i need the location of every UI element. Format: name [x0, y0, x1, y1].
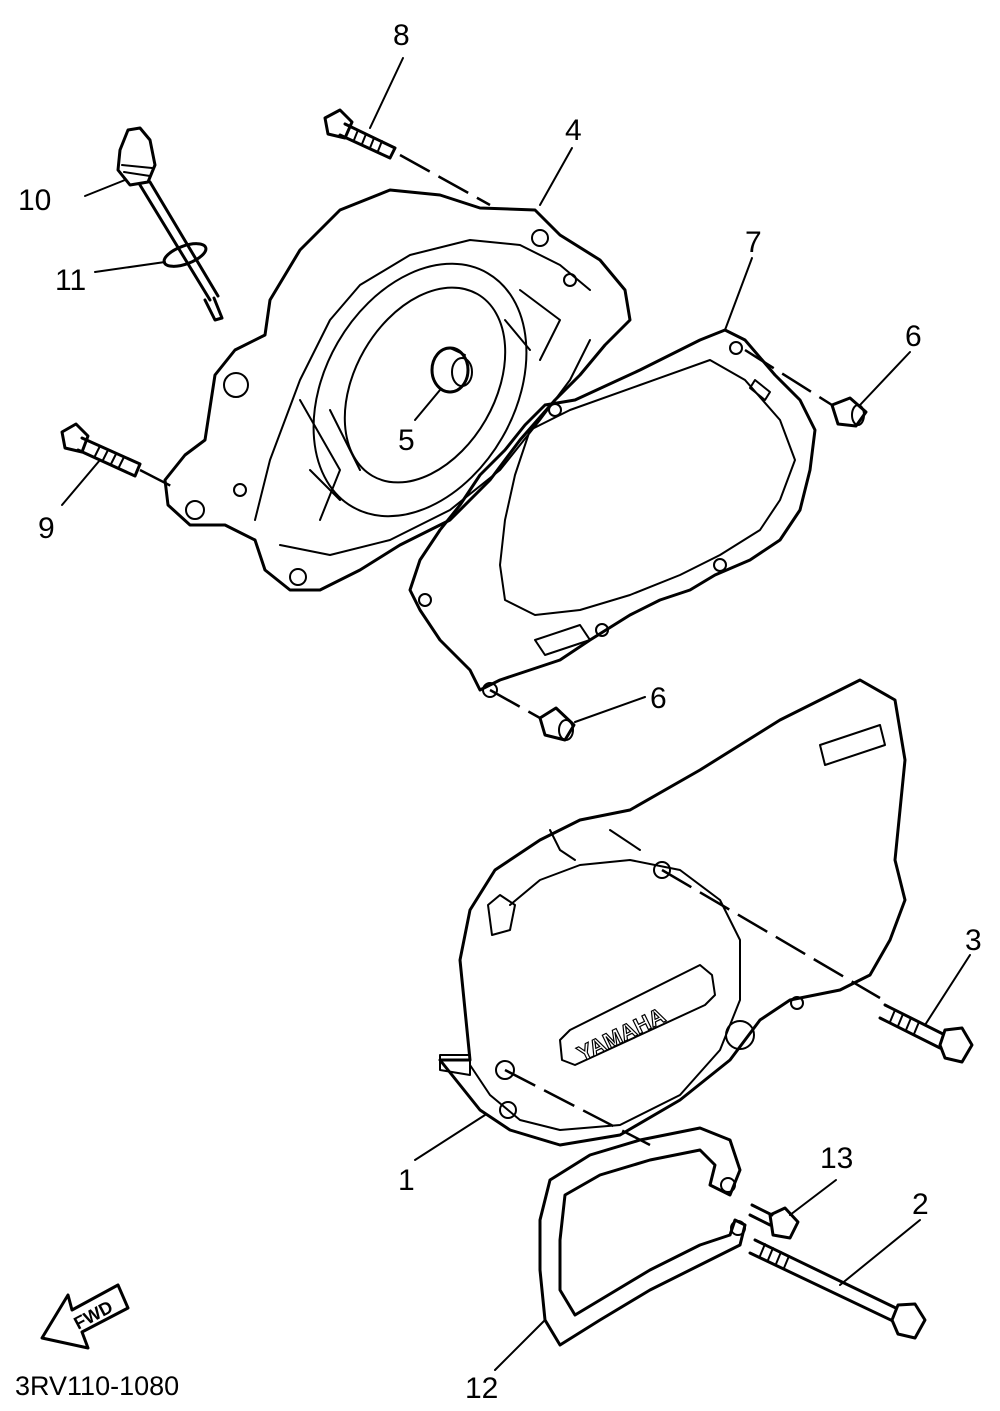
callout-10: 10	[18, 184, 51, 217]
callout-7: 7	[745, 226, 762, 259]
bushing-part-5	[430, 346, 473, 394]
callout-6-upper: 6	[905, 320, 922, 353]
bolt-part-9	[60, 422, 142, 478]
gasket-part-7	[408, 328, 817, 698]
callout-11: 11	[55, 264, 86, 297]
callout-12: 12	[465, 1372, 498, 1405]
callout-8: 8	[393, 19, 410, 52]
callout-6-lower: 6	[650, 682, 667, 715]
dowel-pin-part-6-lower	[538, 706, 576, 742]
callout-9: 9	[38, 512, 55, 545]
oil-dipstick-part-10	[116, 126, 224, 322]
bolt-part-2	[748, 1238, 927, 1340]
bolt-part-8	[323, 108, 397, 160]
dowel-pin-part-6-upper	[830, 396, 868, 428]
screw-part-13	[748, 1203, 800, 1240]
callout-1: 1	[398, 1164, 415, 1197]
bolt-part-3	[878, 1003, 974, 1064]
side-cover-part-1: YAMAHA	[438, 678, 907, 1147]
callout-labels: 8 4 10 11 7 6 5 9 6 3 1 13 2 12	[18, 19, 982, 1405]
diagram-code: 3RV110-1080	[15, 1371, 179, 1401]
callout-13: 13	[820, 1142, 853, 1175]
callout-4: 4	[565, 114, 582, 147]
callout-5: 5	[398, 424, 415, 457]
crankcase-cover-part-4	[163, 188, 632, 592]
fwd-direction-arrow: FWD	[40, 1283, 130, 1350]
callout-2: 2	[912, 1188, 929, 1221]
leader-lines	[61, 57, 971, 1371]
bracket-part-12	[538, 1126, 747, 1347]
callout-3: 3	[965, 924, 982, 957]
yamaha-logo-text: YAMAHA	[573, 1003, 669, 1067]
assembly-lines	[139, 153, 881, 1147]
